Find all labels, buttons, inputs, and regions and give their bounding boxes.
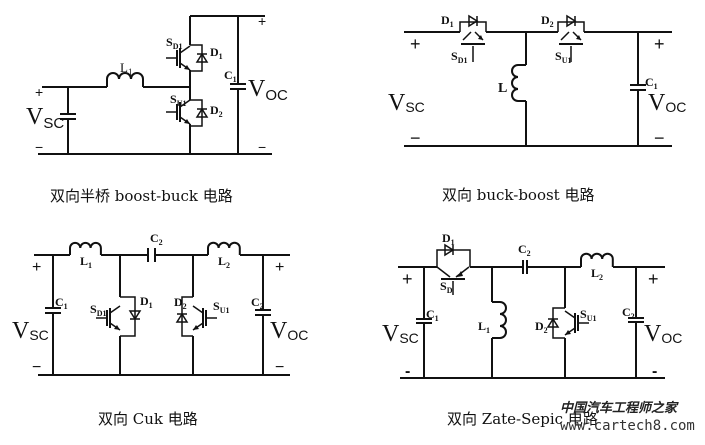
label-d1: D1 <box>140 294 153 310</box>
label-vsc: VSC <box>388 90 425 116</box>
inductor-l <box>511 64 526 102</box>
diagram-cuk: L1 C2 L2 C1 SD1 D1 D2 SU1 C2 VSC VOC + −… <box>12 231 308 428</box>
capacitor-c2 <box>147 248 156 262</box>
label-l2: L2 <box>218 254 230 270</box>
label-su1: SU1 <box>213 299 229 315</box>
minus-sign: − <box>35 139 43 155</box>
label-d1: D1 <box>441 13 454 29</box>
label-voc: VOC <box>270 318 308 344</box>
label-d2: D2 <box>541 13 554 29</box>
label-sd1: SD1 <box>166 35 182 51</box>
label-d1: D1 <box>210 45 223 61</box>
diagram-zeta-sepic: D1 SD C2 L2 C1 L1 D2 SU1 C2 VSC VOC + - … <box>382 231 682 428</box>
switch-sd <box>436 266 470 295</box>
label-c1: C1 <box>645 75 658 91</box>
label-su1: SU1 <box>555 49 571 65</box>
inductor-l1 <box>69 241 102 255</box>
label-c1: C1 <box>426 307 439 323</box>
capacitor-c2 <box>522 260 528 274</box>
label-d2: D2 <box>535 319 548 335</box>
inductor-l1 <box>492 301 507 339</box>
plus-sign: + <box>410 34 421 54</box>
label-sd1: SD1 <box>451 49 467 65</box>
label-c2-out: C2 <box>251 295 264 311</box>
inductor-l2 <box>580 252 614 267</box>
switch-su1 <box>559 31 583 62</box>
label-c2-out: C2 <box>622 305 635 321</box>
minus-sign: - <box>652 363 657 380</box>
caption-cuk: 双向 Cuk 电路 <box>98 410 198 428</box>
label-l1: L1 <box>80 254 92 270</box>
label-sd1: SD1 <box>90 302 106 318</box>
plus-sign: + <box>275 259 284 276</box>
diode-d1 <box>468 15 478 27</box>
caption-buck-boost: 双向 buck-boost 电路 <box>442 186 594 204</box>
minus-sign: − <box>32 359 41 376</box>
plus-sign: + <box>402 269 413 289</box>
plus-sign: + <box>32 259 41 276</box>
label-vsc: VSC <box>12 318 49 344</box>
minus-sign: − <box>410 128 421 148</box>
capacitor-c1 <box>630 84 646 91</box>
label-su1: SU1 <box>580 307 596 323</box>
label-d2: D2 <box>210 103 223 119</box>
plus-sign: + <box>35 84 43 100</box>
diode-d2 <box>566 15 576 27</box>
label-su1: SU1 <box>170 92 186 108</box>
capacitor-c2-out <box>628 317 644 323</box>
watermark-title: 中国汽车工程师之家 <box>560 400 679 416</box>
capacitor-input <box>60 113 76 120</box>
caption-half-bridge: 双向半桥 boost-buck 电路 <box>50 187 233 205</box>
label-d2: D2 <box>174 295 187 311</box>
diagram-half-bridge: L1 SD1 D1 SU1 D2 C1 VSC VOC + − + − 双向半桥… <box>26 13 288 205</box>
minus-sign: − <box>654 128 665 148</box>
watermark: 中国汽车工程师之家 www.cartech8.com <box>560 400 695 434</box>
capacitor-c2-out <box>255 309 271 316</box>
label-l: L <box>498 81 507 96</box>
label-sd: SD <box>440 279 453 295</box>
inductor-l1 <box>106 72 144 87</box>
label-d1: D1 <box>442 231 455 247</box>
watermark-url: www.cartech8.com <box>560 418 695 434</box>
label-voc: VOC <box>248 76 288 104</box>
capacitor-c1 <box>416 318 432 324</box>
switch-sd1 <box>461 31 485 62</box>
capacitor-c1 <box>230 83 246 90</box>
label-voc: VOC <box>648 90 686 116</box>
diagram-buck-boost: D1 SD1 D2 SU1 L C1 VSC VOC + − + − 双向 bu… <box>388 13 686 204</box>
minus-sign: − <box>275 359 284 376</box>
label-vsc: VSC <box>382 321 419 347</box>
minus-sign: − <box>258 139 266 155</box>
label-vsc: VSC <box>26 104 64 132</box>
minus-sign: - <box>405 363 410 380</box>
caption-zeta-sepic: 双向 Zate-Sepic 电路 <box>447 410 598 428</box>
plus-sign: + <box>258 13 266 29</box>
label-l2: L2 <box>591 266 603 282</box>
label-voc: VOC <box>644 321 682 347</box>
plus-sign: + <box>654 34 665 54</box>
capacitor-c1 <box>45 307 61 314</box>
inductor-l2 <box>207 241 241 255</box>
wire <box>189 15 265 154</box>
label-c2: C2 <box>150 231 163 247</box>
label-c1: C1 <box>224 68 237 84</box>
label-l1: L1 <box>120 60 132 77</box>
plus-sign: + <box>648 269 659 289</box>
label-l1: L1 <box>478 319 490 335</box>
label-c1: C1 <box>55 295 68 311</box>
label-c2: C2 <box>518 242 531 258</box>
